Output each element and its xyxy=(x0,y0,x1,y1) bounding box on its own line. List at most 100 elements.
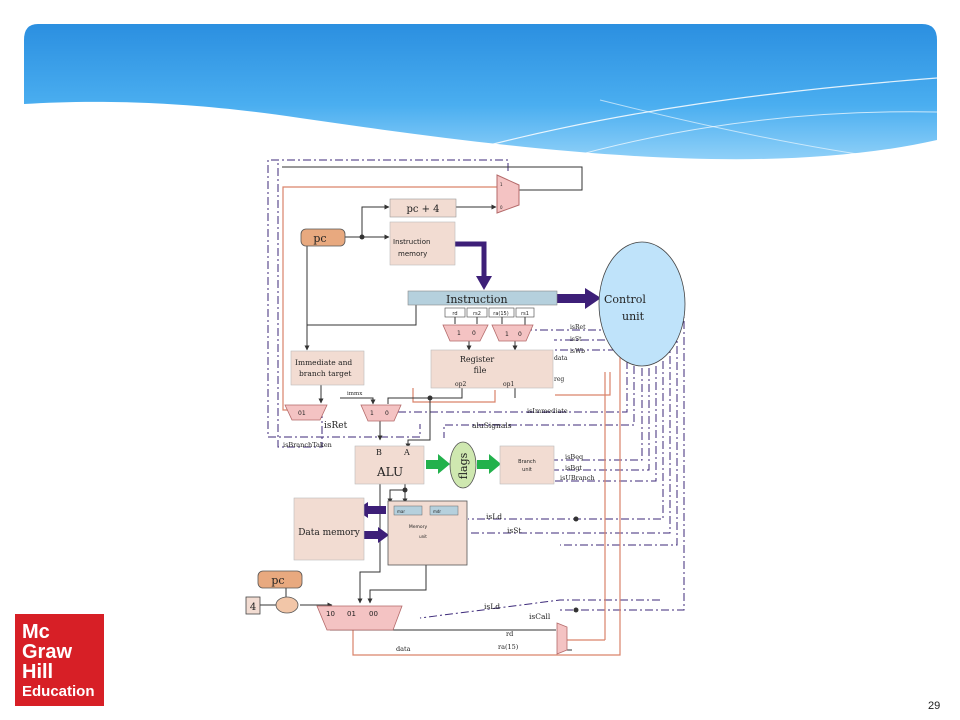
signal-rd-bottom: rd xyxy=(506,630,513,638)
control-unit-label-2: unit xyxy=(622,310,645,323)
immediate-mux-port-0: 0 xyxy=(385,410,389,417)
branch-unit-label-2: unit xyxy=(522,467,532,473)
alu: B A ALU xyxy=(354,445,425,485)
pc-lower-label: pc xyxy=(271,574,284,587)
instruction-bus-arrow xyxy=(455,241,492,290)
instruction-memory: Instruction memory xyxy=(389,221,456,266)
signal-ra15-bottom: ra(15) xyxy=(498,643,519,651)
rs1-mux-port-0: 0 xyxy=(518,331,522,338)
junction-dots xyxy=(359,234,579,613)
rs2-mux-port-1: 1 xyxy=(457,330,461,337)
immediate-unit-label-1: Immediate and xyxy=(295,358,352,367)
instruction-memory-label-1: Instruction xyxy=(393,238,430,246)
signal-alusignals: aluSignals xyxy=(472,421,512,430)
signal-isret: isRet xyxy=(324,421,348,431)
instruction-fields: rd rs2 ra(15) rs1 xyxy=(444,307,535,318)
flags-arrows xyxy=(426,454,501,474)
control-bus-arrow xyxy=(557,288,601,309)
wb-mux-port-00: 00 xyxy=(369,610,378,618)
signal-reg: reg xyxy=(554,376,564,383)
register-file: Register file op2 op1 xyxy=(430,349,554,389)
signal-isld-bottom: isLd xyxy=(484,602,500,611)
alu-label: ALU xyxy=(376,465,403,479)
signal-iswb: isWb xyxy=(570,348,585,355)
control-signal-labels: isRet isSt isWb data reg xyxy=(554,324,586,383)
constant-4: 4 xyxy=(245,596,261,615)
pc-plus-4-box: pc + 4 xyxy=(389,198,457,218)
wb-mux-port-10: 10 xyxy=(326,610,335,618)
data-wires-black xyxy=(260,166,583,651)
register-file-label-2: file xyxy=(474,366,487,375)
pc-register: pc xyxy=(300,228,346,247)
signal-isbgt: isBgt xyxy=(565,464,582,472)
adder-ellipse xyxy=(275,596,299,614)
control-loops xyxy=(267,159,685,619)
wb-mux-port-01: 01 xyxy=(347,610,356,618)
pc-plus-4-label: pc + 4 xyxy=(406,204,439,215)
immediate-unit: Immediate and branch target xyxy=(290,350,365,386)
op2-label: op2 xyxy=(455,381,466,388)
immediate-mux: 1 0 xyxy=(360,404,402,422)
branch-unit-label-1: Branch xyxy=(518,459,536,465)
signal-data-bottom: data xyxy=(396,645,411,653)
rs1-mux: 1 0 xyxy=(491,324,534,342)
constant-4-label: 4 xyxy=(250,602,256,613)
rs2-mux-port-0: 0 xyxy=(472,330,476,337)
signal-isbranchtaken: isBranchTaken xyxy=(283,441,332,449)
isret-mux-port-01: 01 xyxy=(298,410,306,417)
memory-unit-label-2: unit xyxy=(419,534,427,539)
signal-iscall: isCall xyxy=(529,612,551,621)
signal-isst: isSt xyxy=(507,526,521,535)
pc-register-lower: pc xyxy=(257,570,303,589)
signal-isimmediate: isImmediate xyxy=(527,407,568,415)
rs2-mux: 1 0 xyxy=(442,324,489,342)
memory-unit-label-1: Memory xyxy=(409,524,428,530)
branch-unit: Branch unit xyxy=(499,445,555,485)
logo-line-hill: Hill xyxy=(22,661,54,683)
signal-isret-top: isRet xyxy=(570,324,586,331)
data-wires-red xyxy=(282,186,621,656)
register-file-label-1: Register xyxy=(460,355,494,364)
publisher-logo: Mc Graw Hill Education xyxy=(15,614,104,706)
field-rs1: rs1 xyxy=(521,311,529,317)
control-unit: Control unit xyxy=(598,241,686,367)
alu-port-a: A xyxy=(403,448,410,457)
mar-label: mar xyxy=(397,509,405,514)
signal-immx: immx xyxy=(347,391,363,397)
signal-isubranch: isUBranch xyxy=(560,474,595,482)
data-memory: Data memory xyxy=(293,497,365,561)
signal-data-top: data xyxy=(554,355,568,362)
field-rd: rd xyxy=(452,311,457,317)
memory-unit: mar mdr Memory unit xyxy=(387,500,468,566)
logo-line-education: Education xyxy=(22,683,95,700)
alu-port-b: B xyxy=(376,448,382,457)
field-ra15: ra(15) xyxy=(493,311,508,317)
signal-isbeq: isBeq xyxy=(565,453,583,461)
mdr-label: mdr xyxy=(433,509,441,514)
instruction-label: Instruction xyxy=(446,293,508,306)
rs1-mux-port-1: 1 xyxy=(505,331,509,338)
control-unit-label-1: Control xyxy=(604,293,646,306)
isret-mux: 01 isRet xyxy=(284,404,348,431)
writeback-mux: 10 01 00 xyxy=(316,605,403,631)
flags-register: flags xyxy=(449,441,477,489)
flags-label: flags xyxy=(457,452,470,479)
pc-select-mux: 1 0 xyxy=(496,174,520,214)
data-memory-label: Data memory xyxy=(298,528,361,538)
logo-line-mc: Mc xyxy=(22,621,50,643)
op1-label: op1 xyxy=(503,381,514,388)
svg-text:1: 1 xyxy=(500,182,503,187)
pc-label: pc xyxy=(313,232,326,245)
svg-text:0: 0 xyxy=(500,205,503,210)
immediate-unit-label-2: branch target xyxy=(299,369,351,378)
logo-line-graw: Graw xyxy=(22,641,73,663)
instruction-register: Instruction xyxy=(407,290,558,306)
instruction-memory-label-2: memory xyxy=(398,250,427,258)
field-rs2: rs2 xyxy=(473,311,481,317)
signal-isld: isLd xyxy=(486,512,502,521)
header-banner xyxy=(24,24,938,161)
signal-isst-top: isSt xyxy=(570,336,582,343)
destination-mux xyxy=(556,622,568,655)
page-number: 29 xyxy=(928,700,941,712)
